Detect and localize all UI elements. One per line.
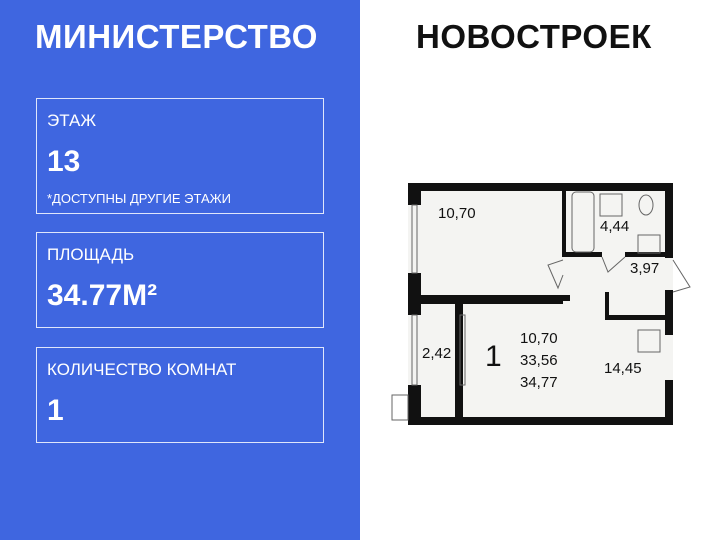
brand-title-left: МИНИСТЕРСТВО xyxy=(35,18,318,55)
floor-plan: 10,70 4,44 3,97 2,42 14,45 1 10,70 33,56… xyxy=(380,180,700,440)
floor-note: *ДОСТУПНЫ ДРУГИЕ ЭТАЖИ xyxy=(47,191,231,206)
area-card: ПЛОЩАДЬ 34.77М² xyxy=(36,232,324,328)
rooms-value: 1 xyxy=(47,394,64,427)
floor-label: ЭТАЖ xyxy=(47,111,97,130)
area-label: ПЛОЩАДЬ xyxy=(47,245,135,264)
floor-card: ЭТАЖ 13 *ДОСТУПНЫ ДРУГИЕ ЭТАЖИ xyxy=(36,98,324,214)
rooms-label: КОЛИЧЕСТВО КОМНАТ xyxy=(47,360,237,379)
living-area: 10,70 xyxy=(520,330,558,347)
area-without-balcony: 33,56 xyxy=(520,352,558,369)
floor-value: 13 xyxy=(47,145,81,178)
rooms-card: КОЛИЧЕСТВО КОМНАТ 1 xyxy=(36,347,324,443)
rooms-count: 1 xyxy=(485,340,502,373)
floor-plan-walls xyxy=(391,183,691,425)
info-panel xyxy=(0,0,360,540)
hall-area: 3,97 xyxy=(630,260,660,277)
area-value: 34.77М² xyxy=(47,279,158,312)
brand-title-right: НОВОСТРОЕК xyxy=(416,18,652,55)
total-area: 34,77 xyxy=(520,374,558,391)
balcony-area: 2,42 xyxy=(422,345,452,362)
bathroom-area: 4,44 xyxy=(600,218,630,235)
kitchen-area: 10,70 xyxy=(438,205,476,222)
room-area: 14,45 xyxy=(604,360,642,377)
